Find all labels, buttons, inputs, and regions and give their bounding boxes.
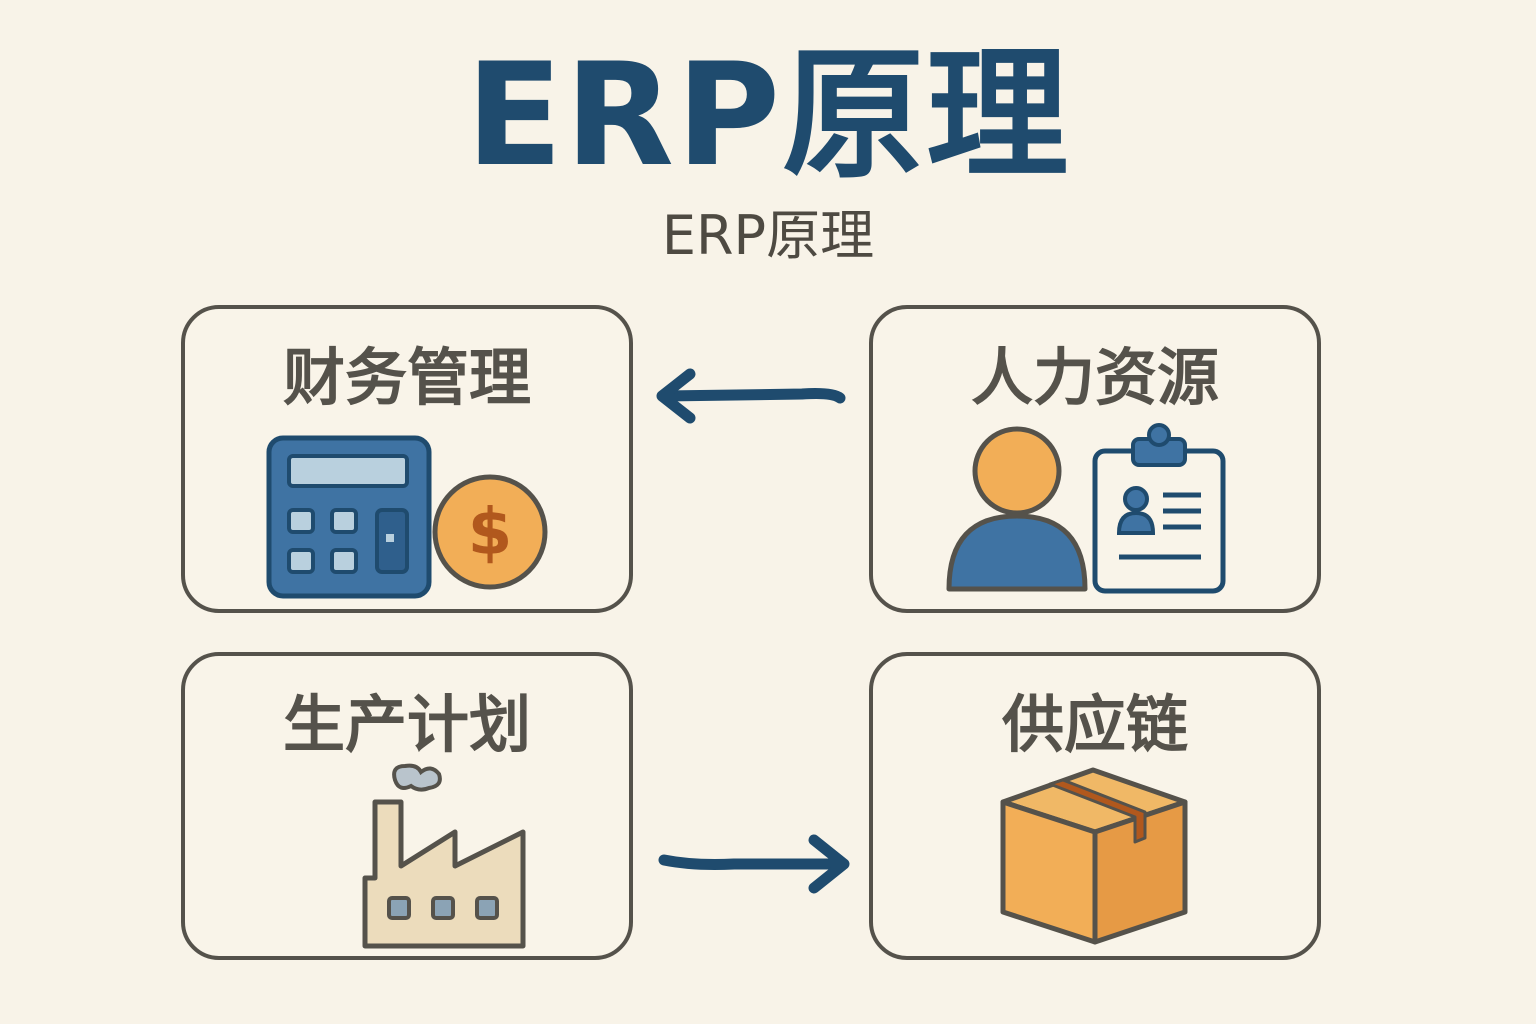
module-card-production: 生产计划 (181, 652, 633, 960)
page-subtitle: ERP原理 (661, 204, 875, 267)
box-icon (1000, 767, 1188, 945)
factory-icon (362, 763, 526, 949)
module-card-hr: 人力资源 (869, 305, 1321, 613)
page-title: ERP原理 (465, 33, 1071, 198)
calculator-dollar-icon: $ (266, 435, 548, 599)
module-label-hr: 人力资源 (970, 341, 1219, 414)
flow-arrow-hr-to-finance (656, 368, 846, 424)
svg-text:$: $ (468, 496, 513, 570)
module-label-finance: 财务管理 (282, 341, 531, 414)
person-badge-icon (946, 423, 1226, 594)
module-label-production: 生产计划 (282, 688, 531, 761)
module-card-finance: 财务管理 $ (181, 305, 633, 613)
flow-arrow-production-to-supply (658, 834, 850, 894)
module-card-supply: 供应链 (869, 652, 1321, 960)
module-label-supply: 供应链 (1001, 688, 1188, 761)
